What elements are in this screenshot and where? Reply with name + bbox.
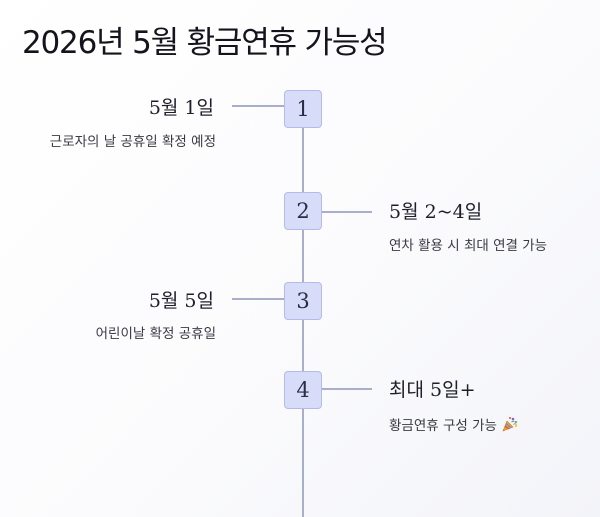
connector-line	[232, 298, 284, 300]
event-description: 어린이날 확정 공휴일	[95, 326, 216, 342]
step-badge: 4	[284, 371, 322, 409]
step-badge: 3	[284, 282, 322, 320]
step-badge: 1	[284, 90, 322, 128]
event-description: 연차 활용 시 최대 연결 가능	[389, 238, 548, 254]
connector-line	[232, 105, 284, 107]
party-popper-icon	[501, 416, 518, 442]
event-description-text: 황금연휴 구성 가능	[389, 418, 497, 434]
event-description: 황금연휴 구성 가능	[389, 414, 581, 442]
event-title: 최대 5일+	[389, 379, 476, 401]
event-title: 5월 2~4일	[389, 201, 483, 223]
page-title: 2026년 5월 황금연휴 가능성	[22, 25, 388, 61]
connector-line	[322, 388, 372, 390]
event-description: 근로자의 날 공휴일 확정 예정	[49, 134, 216, 150]
event-title: 5월 5일	[148, 290, 214, 312]
connector-line	[322, 211, 372, 213]
event-title: 5월 1일	[148, 97, 214, 119]
step-badge: 2	[284, 192, 322, 230]
